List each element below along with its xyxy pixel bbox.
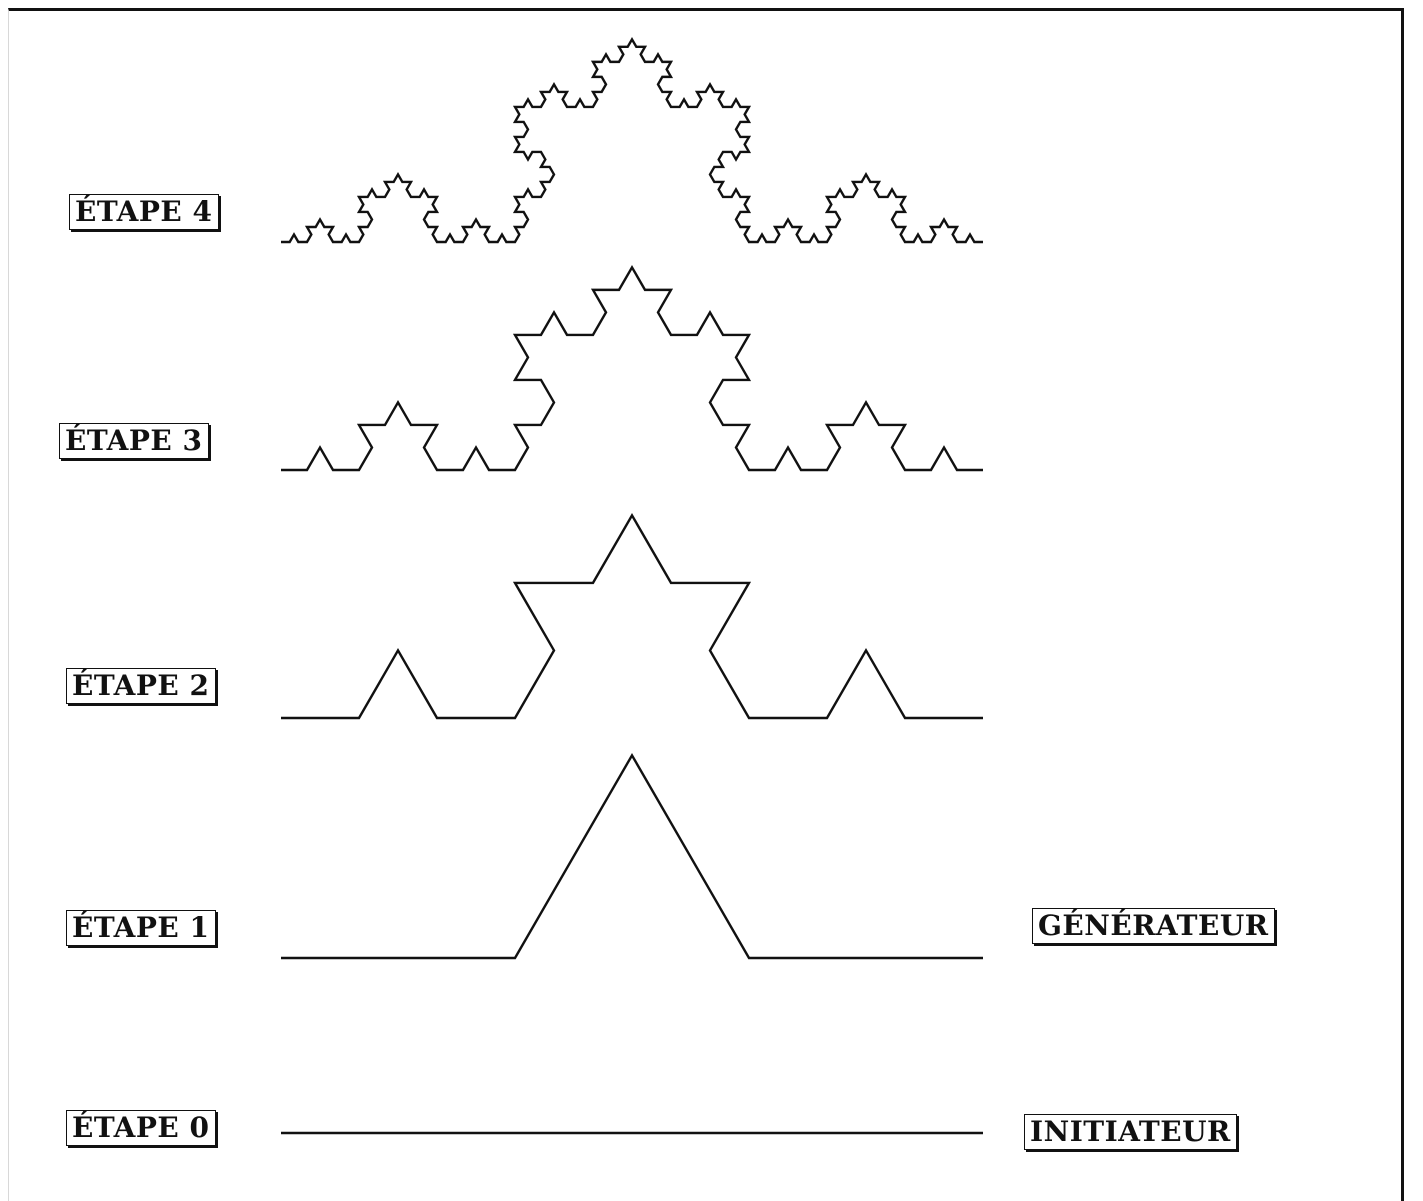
initiator-label: INITIATEUR [1024, 1114, 1237, 1150]
koch-curve-stage-1 [281, 752, 983, 960]
stage-3-label: ÉTAPE 3 [59, 423, 209, 459]
figure-frame [8, 8, 1404, 1201]
stage-2-label: ÉTAPE 2 [66, 668, 216, 704]
koch-curve-stage-4 [281, 36, 983, 244]
generator-label: GÉNÉRATEUR [1032, 908, 1275, 944]
koch-curve-stage-2 [281, 512, 983, 720]
stage-0-label: ÉTAPE 0 [66, 1110, 216, 1146]
koch-curve-stage-3 [281, 264, 983, 472]
stage-1-label: ÉTAPE 1 [66, 910, 216, 946]
stage-4-label: ÉTAPE 4 [69, 194, 219, 230]
